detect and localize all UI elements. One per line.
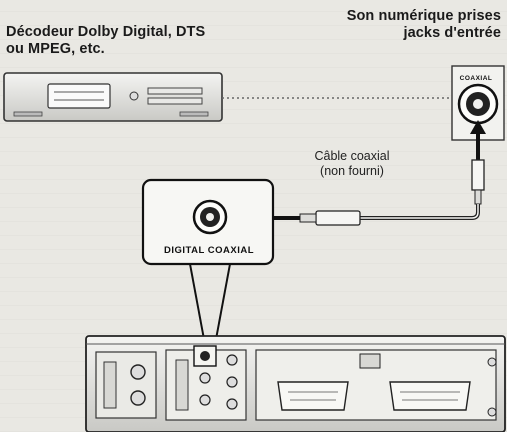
decoder-knob — [129, 91, 139, 101]
digital-input-title-line1: Son numérique prises — [346, 8, 501, 24]
arrow-to-coaxial-jack — [470, 120, 486, 160]
device-back-panel — [85, 335, 506, 432]
digital-coaxial-port-label: DIGITAL COAXIAL — [163, 245, 254, 256]
coaxial-input-jack-panel — [451, 65, 505, 141]
cable-note-label: (non fourni) — [320, 164, 384, 178]
scart-connector-1 — [277, 381, 349, 411]
decoder-receiver — [3, 72, 223, 122]
decoder-title: Décodeur Dolby Digital, DTS ou MPEG, etc… — [6, 24, 296, 58]
coaxial-port-label: COAXIAL — [459, 75, 493, 82]
decoder-title-line1: Décodeur Dolby Digital, DTS — [6, 24, 206, 40]
decoder-title-line2: ou MPEG, etc. — [6, 41, 105, 57]
cable-name-label: Câble coaxial — [314, 149, 390, 163]
digital-coaxial-callout — [141, 178, 275, 351]
cable-plug-right — [471, 159, 485, 205]
decoder-display — [47, 83, 111, 109]
cable-plug-left — [299, 210, 361, 226]
digital-input-title-line2: jacks d'entrée — [403, 25, 501, 41]
digital-input-title: Son numérique prises jacks d'entrée — [271, 8, 501, 42]
coaxial-cable — [360, 204, 480, 220]
scart-connector-2 — [389, 381, 471, 411]
